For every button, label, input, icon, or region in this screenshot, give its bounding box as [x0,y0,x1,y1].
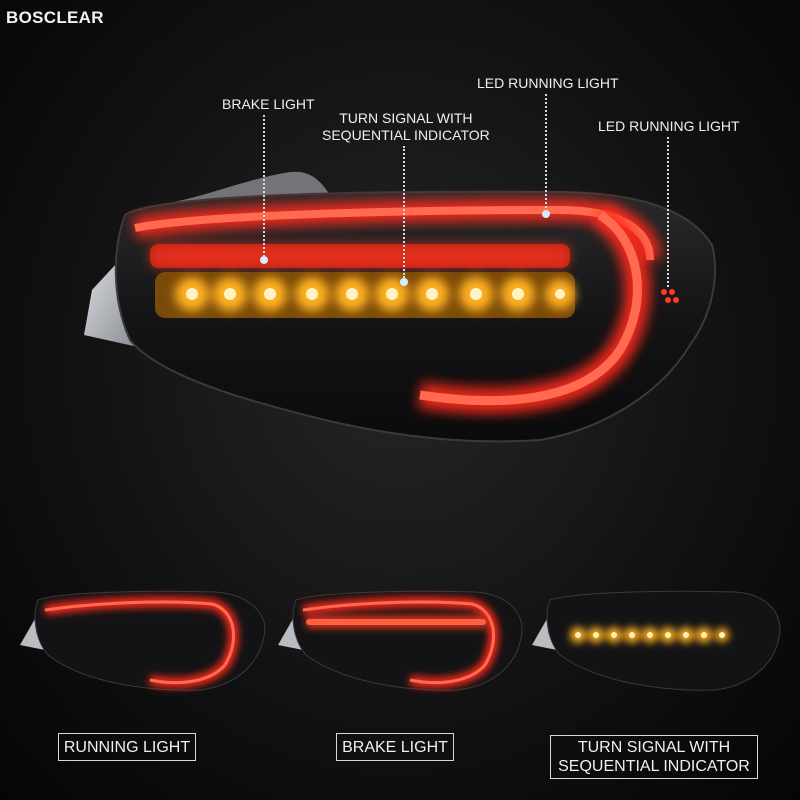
caption-running-text: RUNNING LIGHT [63,738,191,756]
caption-brake-text: BRAKE LIGHT [342,738,448,756]
callout-turn-line1: TURN SIGNAL WITH [339,110,473,126]
callout-led-running-1: LED RUNNING LIGHT [477,75,619,91]
callout-line [667,137,669,287]
callout-turn-signal: TURN SIGNAL WITH SEQUENTIAL INDICATOR [322,110,490,144]
caption-running-light: RUNNING LIGHT [58,733,196,761]
caption-turn-line2: SEQUENTIAL INDICATOR [558,758,750,775]
caption-brake-light: BRAKE LIGHT [336,733,454,761]
callout-brake-light: BRAKE LIGHT [222,96,315,112]
lamp-turn-signal [532,590,781,691]
caption-turn-line1: TURN SIGNAL WITH [577,739,731,756]
brand-logo: BOSCLEAR [6,8,104,27]
callout-line [403,146,405,278]
callout-led-running-2: LED RUNNING LIGHT [598,118,740,134]
lamp-running-light [20,590,266,691]
callout-line [545,94,547,212]
lamp-brake-light [278,590,523,691]
callout-turn-line2: SEQUENTIAL INDICATOR [322,127,490,143]
caption-turn-signal: TURN SIGNAL WITH SEQUENTIAL INDICATOR [550,735,758,779]
callout-line [263,115,265,257]
